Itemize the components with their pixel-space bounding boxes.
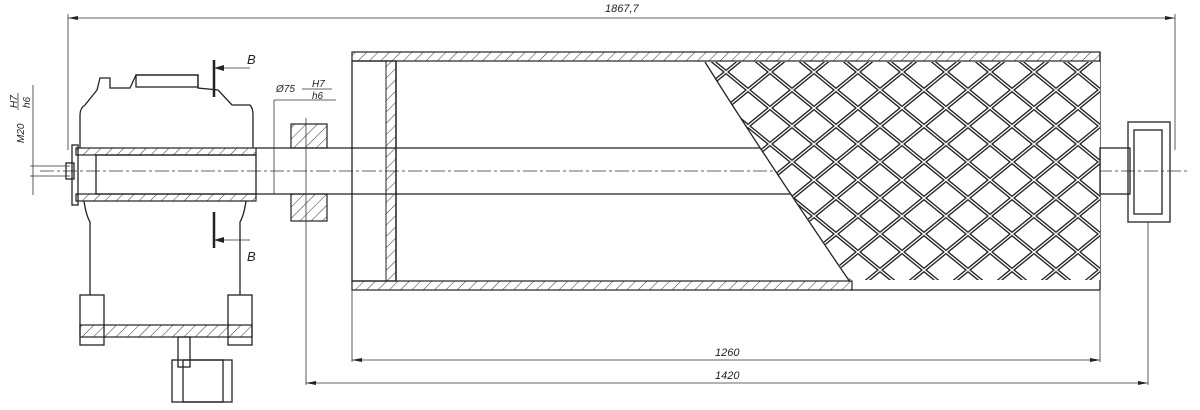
thread-dimension: M20 H7 h6 <box>9 85 70 195</box>
section-label-bottom: B <box>247 249 256 264</box>
overall-dimension: 1867,7 <box>67 3 1176 150</box>
drum-length-dimension: 1260 <box>351 290 1101 362</box>
bearing-span-label: 1420 <box>715 370 740 382</box>
left-bearing <box>290 118 328 385</box>
shaft-fit-top: H7 <box>312 79 325 90</box>
thread-label: M20 <box>16 123 27 143</box>
drum-pulley <box>351 51 1101 291</box>
gearbox <box>65 74 257 403</box>
overall-length-label: 1867,7 <box>605 3 640 15</box>
right-bearing <box>1099 121 1171 385</box>
drum-length-label: 1260 <box>715 347 740 359</box>
thread-fit-top: H7 <box>9 95 20 108</box>
shaft-diameter-label: Ø75 <box>275 84 295 95</box>
shaft-fit-bottom: h6 <box>312 91 324 102</box>
section-label-top: B <box>247 52 256 67</box>
thread-fit-bottom: h6 <box>22 96 33 108</box>
bearing-span-dimension: 1420 <box>306 370 1148 385</box>
section-marker: B B <box>212 52 256 264</box>
